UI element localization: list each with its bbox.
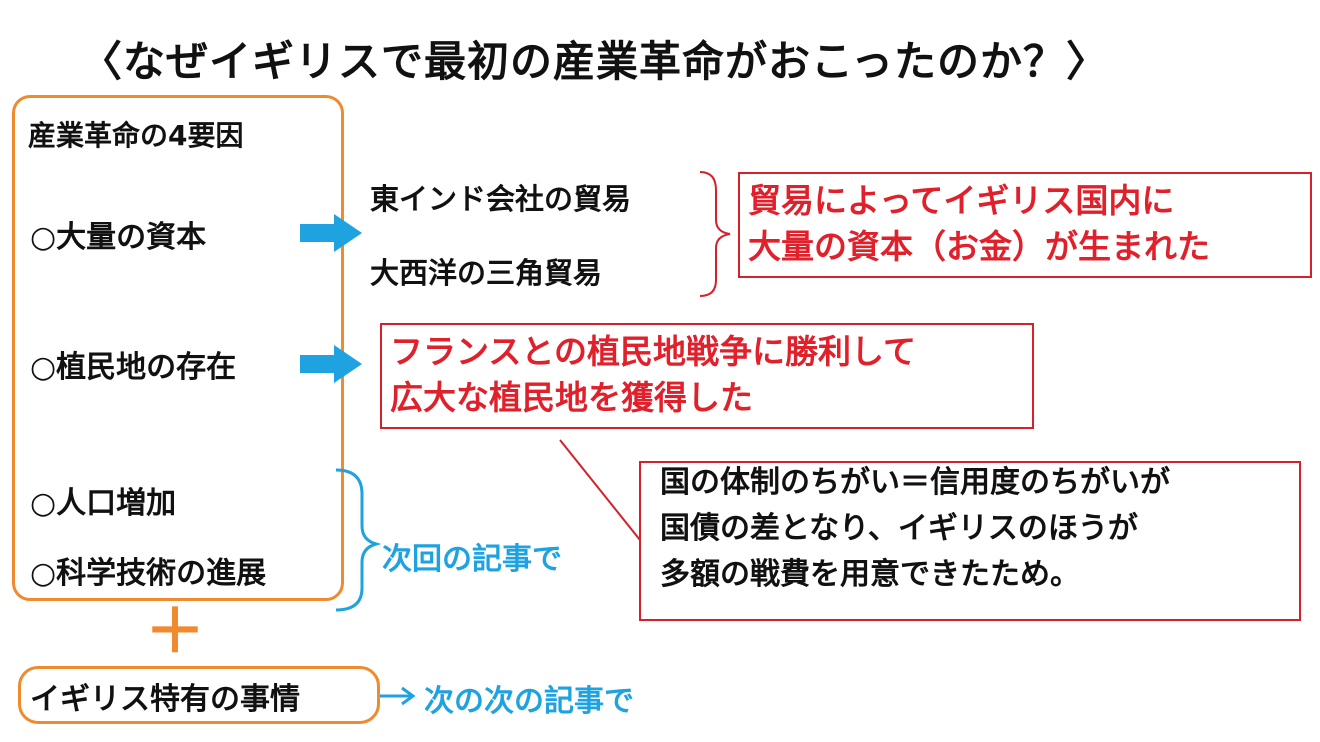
arrow-capital-icon xyxy=(300,214,362,252)
colony-result-line2: 広大な植民地を獲得した xyxy=(390,378,753,417)
next-next-article-label: 次の次の記事で xyxy=(424,684,634,719)
note-line3: 多額の戦費を用意できたため。 xyxy=(660,557,1080,592)
special-circumstances-label: イギリス特有の事情 xyxy=(30,682,300,717)
capital-result-line1: 貿易によってイギリス国内に xyxy=(748,181,1175,220)
trade-east-india: 東インド会社の貿易 xyxy=(370,182,632,216)
factor-colonies: ○植民地の存在 xyxy=(30,350,237,385)
arrow-special-icon xyxy=(380,686,416,706)
factor-science: ○科学技術の進展 xyxy=(30,556,267,591)
callout-border-icon xyxy=(639,461,1301,621)
plus-icon: ＋ xyxy=(145,597,205,667)
note-line2: 国債の差となり、イギリスのほうが xyxy=(660,511,1138,546)
factor-capital: ○大量の資本 xyxy=(30,220,207,255)
capital-result-box: 貿易によってイギリス国内に 大量の資本（お金）が生まれた xyxy=(738,172,1312,278)
page-title: 〈なぜイギリスで最初の産業革命がおこったのか？〉 xyxy=(80,37,1110,86)
callout-tail-icon xyxy=(559,439,641,543)
trade-brace-icon xyxy=(699,171,731,297)
colony-result-box: フランスとの植民地戦争に勝利して 広大な植民地を獲得した xyxy=(380,323,1034,429)
factors-box xyxy=(12,95,344,601)
factors-heading: 産業革命の4要因 xyxy=(28,119,244,152)
colony-result-line1: フランスとの植民地戦争に勝利して xyxy=(390,332,917,371)
arrow-colonies-icon xyxy=(300,345,362,383)
capital-result-line2: 大量の資本（お金）が生まれた xyxy=(748,227,1210,266)
next-article-brace-icon xyxy=(335,468,382,612)
trade-atlantic: 大西洋の三角貿易 xyxy=(370,256,603,290)
note-line1: 国の体制のちがい＝信用度のちがいが xyxy=(660,465,1170,500)
factor-population: ○人口増加 xyxy=(30,486,177,521)
next-article-label: 次回の記事で xyxy=(382,542,562,577)
callout-note: 国の体制のちがい＝信用度のちがいが 国債の差となり、イギリスのほうが 多額の戦費… xyxy=(660,460,1170,598)
special-circumstances-box xyxy=(18,666,380,724)
